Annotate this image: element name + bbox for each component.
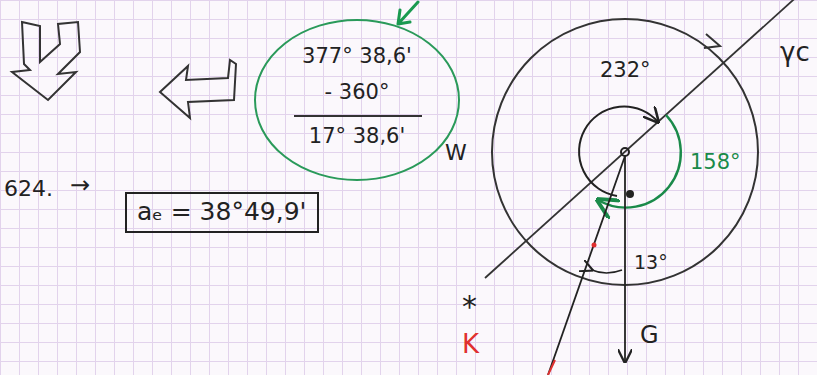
sum-rule bbox=[294, 115, 422, 117]
calc-line: 17° 38,6' bbox=[252, 124, 462, 148]
hollow-arrow bbox=[160, 60, 236, 118]
star-symbol: * bbox=[462, 290, 477, 325]
arc-158 bbox=[598, 115, 681, 208]
calc-line: 377° 38,6' bbox=[252, 44, 462, 68]
green-pointer bbox=[398, 2, 418, 24]
dot bbox=[626, 190, 634, 198]
red-stroke bbox=[548, 360, 555, 375]
callout-number: 624. bbox=[4, 176, 53, 201]
arrow-sign: → bbox=[70, 172, 90, 200]
angle-label: 232° bbox=[600, 58, 651, 82]
g-line bbox=[624, 156, 626, 362]
direction-letter: W bbox=[445, 140, 467, 165]
green-circle: 377° 38,6' - 360° 17° 38,6' bbox=[252, 18, 462, 182]
arc-232 bbox=[579, 107, 658, 196]
center-dot bbox=[621, 148, 629, 156]
result-box: aₑ = 38°49,9' bbox=[125, 192, 319, 233]
angle-label: 158° bbox=[690, 150, 741, 174]
red-dot bbox=[592, 243, 597, 248]
calc-line: - 360° bbox=[252, 80, 462, 104]
gamma-line bbox=[485, 0, 802, 278]
angle-label: 13° bbox=[634, 252, 668, 274]
letter-label: K bbox=[462, 330, 479, 360]
slant-line bbox=[548, 156, 625, 375]
line-label: γc bbox=[780, 38, 810, 68]
hollow-arrow bbox=[12, 22, 80, 100]
arc-13 bbox=[592, 270, 622, 273]
circle-arrowhead bbox=[704, 34, 720, 48]
line-label: G bbox=[640, 322, 659, 350]
result-text: aₑ = 38°49,9' bbox=[137, 198, 306, 227]
